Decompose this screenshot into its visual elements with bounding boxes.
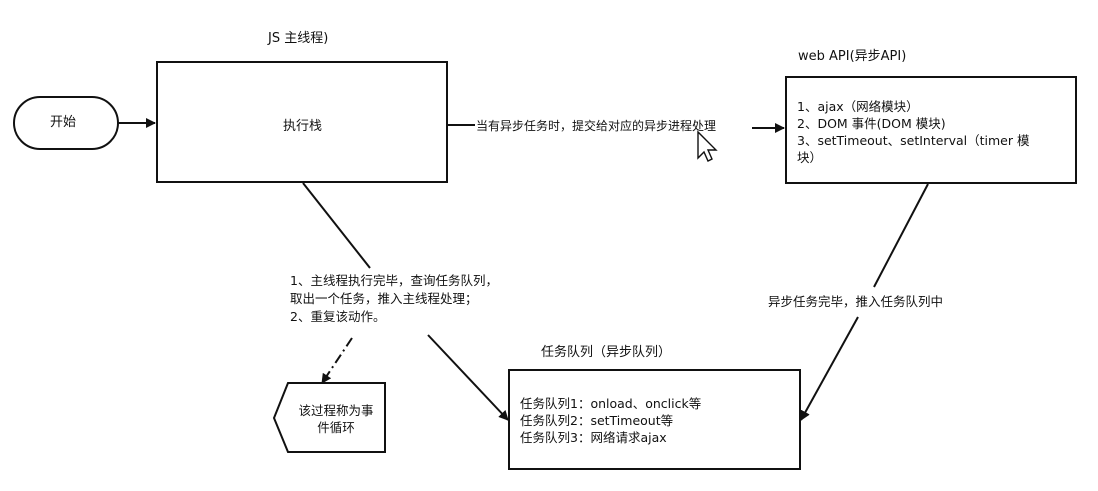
- arrow-webapi-to-queue-b: [800, 316, 859, 421]
- main-loop-note-line: 取出一个任务，推入主线程处理；: [290, 291, 478, 306]
- arrow-stack-to-queue-a: [302, 182, 371, 269]
- event-loop-label: 该过程称为事 件循环: [287, 402, 385, 436]
- task-queue-box: 任务队列1：onload、onclick等 任务队列2：setTimeout等 …: [508, 369, 801, 470]
- event-loop-shape: [272, 382, 386, 453]
- arrow-stack-to-queue-b: [427, 334, 509, 421]
- web-api-line: 3、setTimeout、setInterval（timer 模: [797, 133, 1030, 148]
- main-loop-note-line: 1、主线程执行完毕，查询任务队列，: [290, 273, 498, 288]
- event-loop-line: 该过程称为事: [298, 403, 374, 418]
- event-loop-line: 件循环: [317, 420, 355, 435]
- web-api-line: 2、DOM 事件(DOM 模块): [797, 116, 946, 131]
- cursor-icon: [697, 130, 718, 162]
- main-thread-title: JS 主线程): [268, 31, 329, 46]
- async-submit-label: 当有异步任务时，提交给对应的异步进程处理: [476, 119, 717, 133]
- exec-stack-box: 执行栈: [156, 61, 448, 183]
- main-loop-note-line: 2、重复该动作。: [290, 309, 386, 324]
- web-api-box: 1、ajax（网络模块） 2、DOM 事件(DOM 模块) 3、setTimeo…: [785, 76, 1077, 184]
- web-api-lines: 1、ajax（网络模块） 2、DOM 事件(DOM 模块) 3、setTimeo…: [797, 98, 1029, 166]
- start-label: 开始: [50, 115, 77, 130]
- task-queue-line: 任务队列2：setTimeout等: [520, 413, 674, 428]
- arrow-to-event-loop: [321, 337, 353, 384]
- task-queue-lines: 任务队列1：onload、onclick等 任务队列2：setTimeout等 …: [520, 395, 701, 446]
- task-queue-line: 任务队列1：onload、onclick等: [520, 396, 702, 411]
- task-queue-line: 任务队列3：网络请求ajax: [520, 430, 667, 445]
- web-api-title: web API(异步API): [798, 49, 907, 64]
- main-loop-note: 1、主线程执行完毕，查询任务队列， 取出一个任务，推入主线程处理； 2、重复该动…: [290, 272, 498, 326]
- web-api-line: 块）: [797, 150, 823, 165]
- task-queue-title: 任务队列（异步队列）: [541, 345, 672, 360]
- arrow-webapi-to-queue-a: [873, 183, 929, 288]
- exec-stack-label: 执行栈: [283, 119, 323, 134]
- async-done-label: 异步任务完毕，推入任务队列中: [768, 294, 944, 309]
- web-api-line: 1、ajax（网络模块）: [797, 99, 919, 114]
